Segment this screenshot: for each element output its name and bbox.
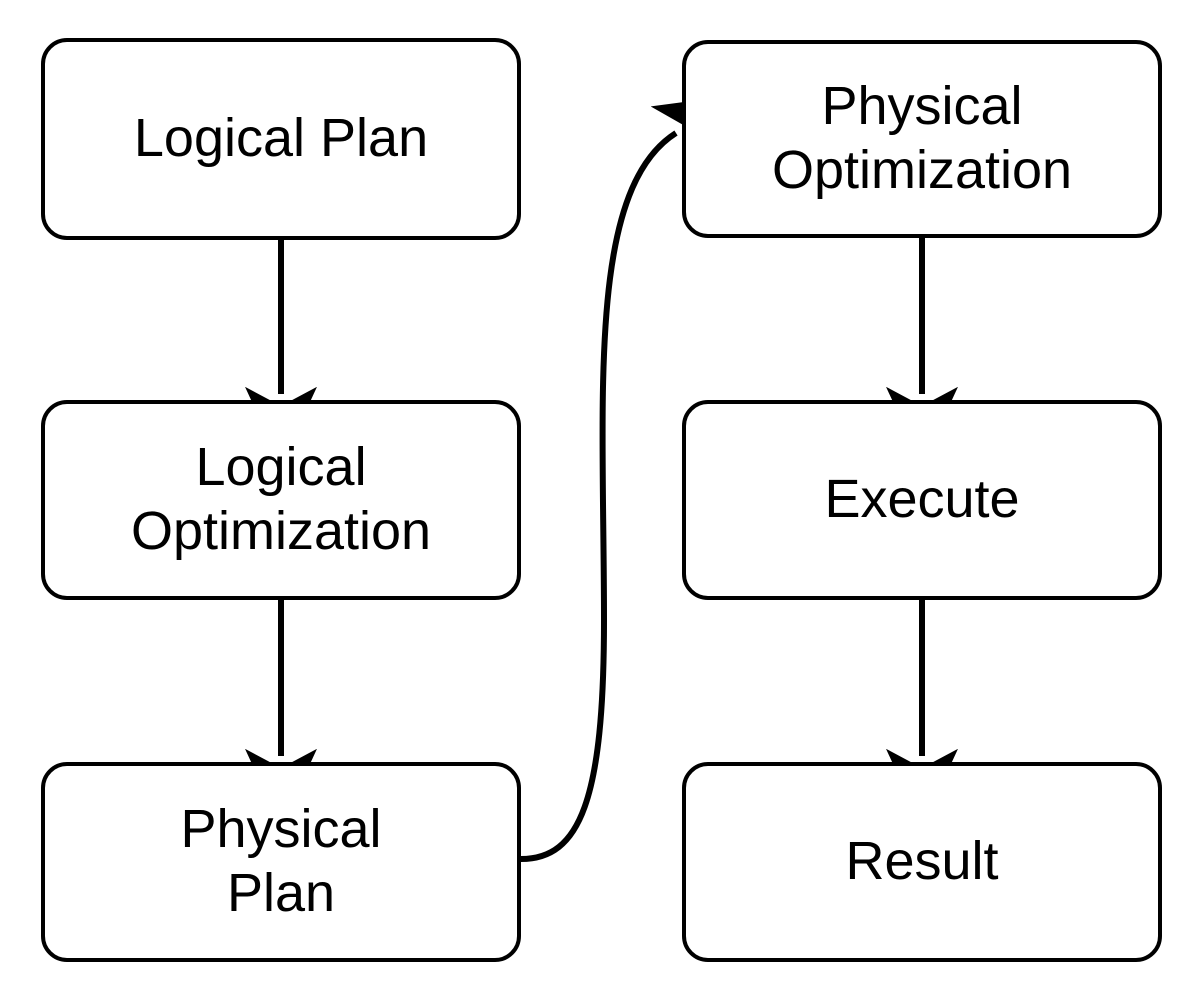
node-logical-plan-label: Logical Plan	[133, 108, 429, 169]
node-physical-plan[interactable]: Physical Plan	[41, 762, 521, 962]
node-result-label: Result	[845, 831, 999, 892]
node-logical-plan[interactable]: Logical Plan	[41, 38, 521, 240]
node-physical-optimization[interactable]: Physical Optimization	[682, 40, 1162, 238]
node-physical-optimization-label: Physical Optimization	[771, 76, 1073, 200]
node-physical-plan-label: Physical Plan	[180, 799, 382, 923]
node-logical-optimization-label: Logical Optimization	[130, 437, 432, 561]
node-execute-label: Execute	[824, 469, 1020, 530]
edge-physical-plan-to-physical-optimization	[520, 95, 736, 862]
node-logical-optimization[interactable]: Logical Optimization	[41, 400, 521, 600]
node-result[interactable]: Result	[682, 762, 1162, 962]
node-execute[interactable]: Execute	[682, 400, 1162, 600]
